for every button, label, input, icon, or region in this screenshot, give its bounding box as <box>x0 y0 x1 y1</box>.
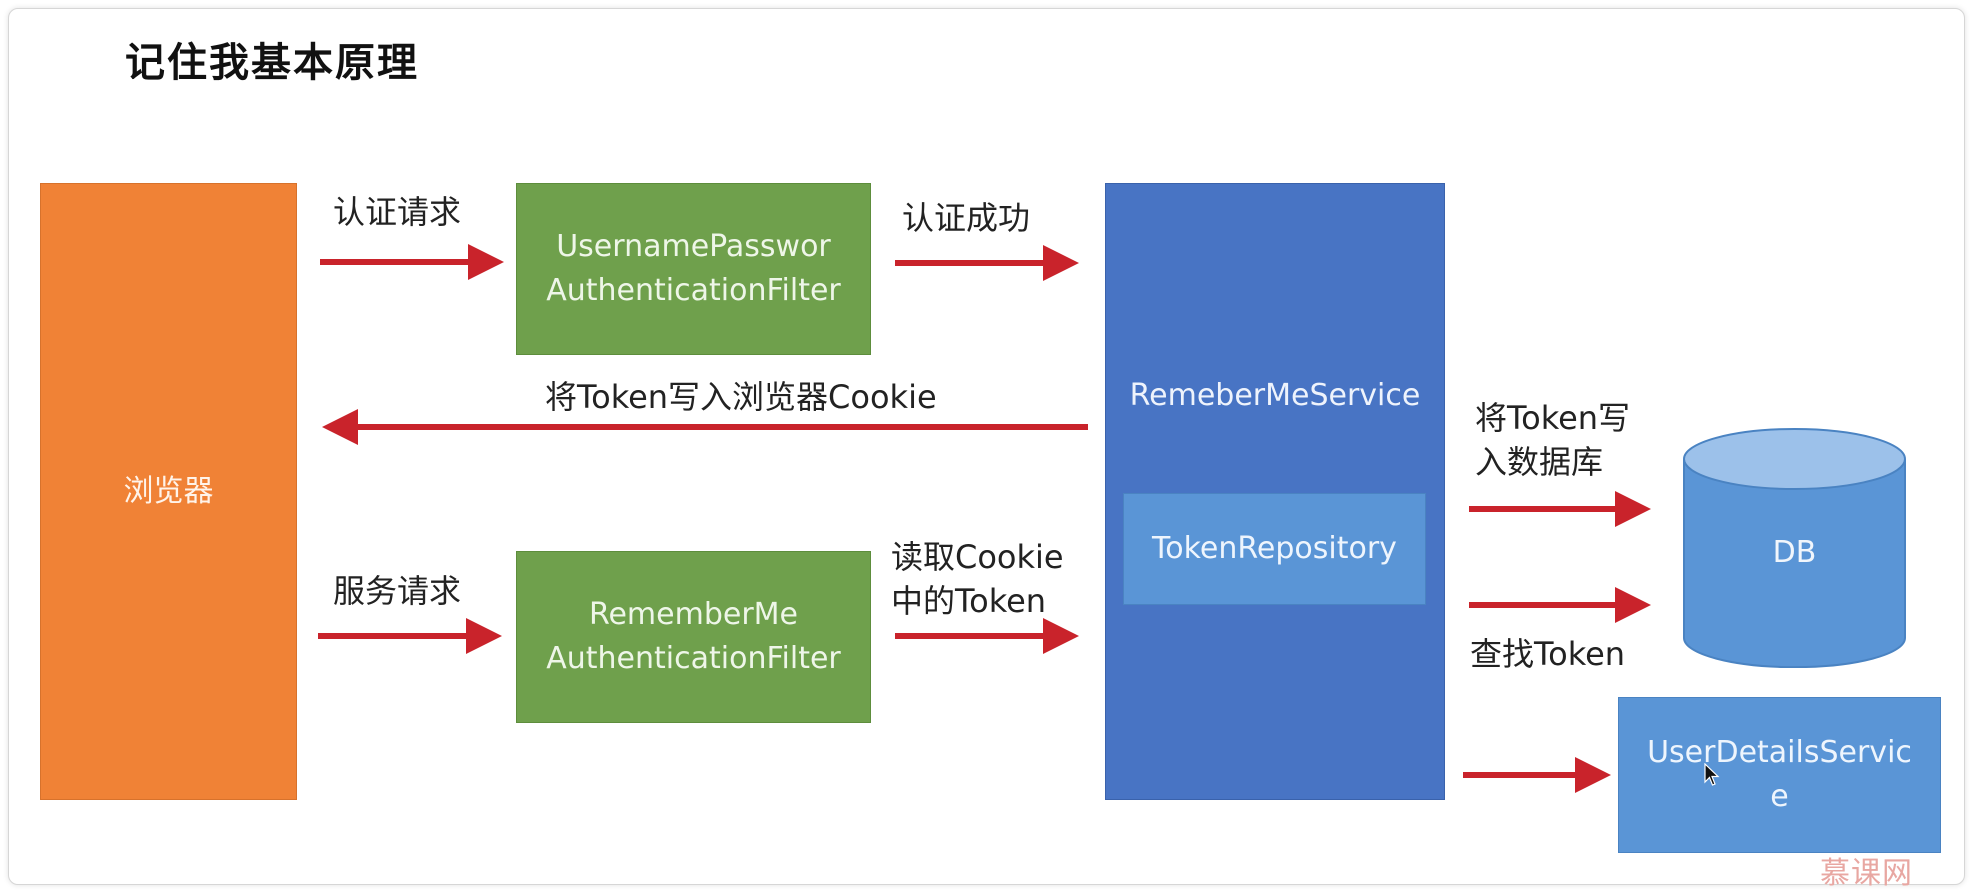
repository-label: TokenRepository <box>1152 531 1397 566</box>
label-write-db-line1: 将Token写 <box>1475 399 1631 437</box>
label-service-request: 服务请求 <box>333 572 462 610</box>
label-read-cookie-line2: 中的Token <box>891 582 1047 620</box>
up-filter-label-line1: UsernamePasswor <box>556 229 831 264</box>
db-label: DB <box>1772 535 1817 570</box>
watermark-logo: 慕课网 <box>1820 856 1913 891</box>
browser-label: 浏览器 <box>123 473 214 509</box>
rm-filter-label-line2: AuthenticationFilter <box>546 641 841 676</box>
browser-node: 浏览器 <box>40 183 297 800</box>
remember-me-service-node: RemeberMeService <box>1105 183 1445 800</box>
label-find-token: 查找Token <box>1470 635 1626 673</box>
up-filter-label-line2: AuthenticationFilter <box>546 273 841 308</box>
database-cylinder <box>1683 428 1906 668</box>
rm-filter-label-line1: RememberMe <box>588 597 799 632</box>
uds-label-line1: UserDetailsServic <box>1647 735 1912 770</box>
user-details-service-node: UserDetailsServic e <box>1618 697 1941 853</box>
uds-label-line2: e <box>1770 779 1789 814</box>
username-password-filter-node: UsernamePasswor AuthenticationFilter <box>516 183 871 355</box>
label-write-db-line2: 入数据库 <box>1475 443 1604 481</box>
label-read-cookie-line1: 读取Cookie <box>891 538 1064 576</box>
remember-me-filter-node: RememberMe AuthenticationFilter <box>516 551 871 723</box>
page-title: 记住我基本原理 <box>125 40 419 86</box>
label-auth-request: 认证请求 <box>333 193 462 231</box>
label-write-cookie: 将Token写入浏览器Cookie <box>545 378 937 416</box>
token-repository-node: TokenRepository <box>1123 493 1426 605</box>
label-auth-success: 认证成功 <box>902 199 1031 237</box>
mouse-cursor-icon <box>1704 763 1720 786</box>
service-label: RemeberMeService <box>1129 378 1421 413</box>
